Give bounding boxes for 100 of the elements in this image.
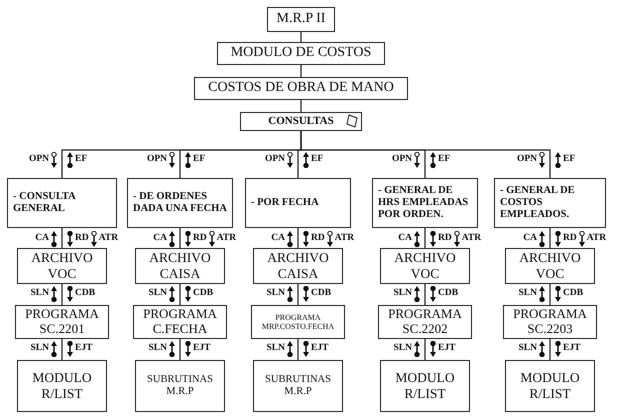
module-box (267, 7, 335, 32)
data-couple-label: EF (563, 155, 576, 165)
data-couple-label: ATR (98, 234, 118, 244)
module-box (372, 178, 478, 228)
module-box (240, 112, 362, 131)
data-couple-label: SLN (394, 344, 412, 354)
module-label: SUBRUTINAS M.R.P (146, 374, 214, 398)
connector-line (297, 339, 299, 360)
module-box (505, 360, 595, 412)
module-box (17, 360, 107, 412)
module-box (380, 248, 470, 284)
connector-line (297, 284, 299, 305)
module-label: ARCHIVO CAISA (266, 250, 330, 282)
data-couple-label: SLN (518, 289, 537, 299)
data-couple-label: CDB (75, 289, 96, 299)
module-box (253, 360, 343, 412)
module-label: - CONSULTA GENERAL (13, 190, 77, 216)
module-label: PROGRAMA SC.2201 (24, 307, 100, 337)
connector-line (549, 228, 551, 248)
data-couple-label: OPN (392, 155, 412, 165)
module-box (135, 360, 225, 412)
module-box (245, 178, 351, 228)
module-label: COSTOS DE OBRA DE MANO (208, 80, 394, 97)
module-box (15, 305, 109, 339)
data-couple-label: EJT (193, 344, 210, 354)
connector-line (424, 228, 426, 248)
connector-line (424, 339, 426, 360)
connector-line (297, 228, 299, 248)
module-box (380, 360, 470, 412)
data-couple-label: ATR (334, 234, 354, 244)
data-couple-label: EF (75, 155, 88, 165)
data-couple-label: SLN (518, 344, 537, 354)
data-couple-label: EJT (75, 344, 92, 354)
module-label: - POR FECHA (251, 196, 319, 210)
module-label: PROGRAMA MRP.COSTO.FECHA (260, 312, 336, 332)
data-couple-label: SLN (394, 289, 412, 299)
module-box (505, 248, 595, 284)
data-couple-label: CA (153, 234, 167, 244)
data-couple-label: SLN (266, 289, 285, 299)
module-label: CONSULTAS (268, 115, 334, 128)
data-couple-label: RD (311, 234, 325, 244)
module-label: MODULO R/LIST (31, 370, 93, 402)
data-couple-label: RD (563, 234, 577, 244)
connector-line (549, 339, 551, 360)
connector-line (549, 284, 551, 305)
data-couple-label: SLN (30, 344, 49, 354)
data-couple-label: CA (523, 234, 537, 244)
data-couple-label: SLN (148, 344, 167, 354)
module-label: - GENERAL DE COSTOS EMPLEADOS. (500, 184, 576, 222)
module-box (127, 178, 233, 228)
data-couple-label: EJT (311, 344, 328, 354)
module-label: PROGRAMA SC.2202 (387, 307, 463, 337)
data-couple-label: EF (438, 155, 450, 165)
module-label: SUBRUTINAS M.R.P (264, 374, 332, 398)
connector-line (300, 32, 302, 42)
module-label: MODULO DE COSTOS (230, 45, 372, 62)
module-label: MODULO R/LIST (394, 370, 456, 402)
connector-line (179, 228, 181, 248)
module-box (494, 178, 606, 228)
data-couple-label: EJT (563, 344, 580, 354)
data-couple-label: RD (75, 234, 89, 244)
data-couple-label: EF (193, 155, 206, 165)
data-couple-label: SLN (148, 289, 167, 299)
module-label: M.R.P II (276, 11, 326, 28)
connector-line (300, 131, 551, 178)
data-couple-label: EJT (438, 344, 456, 354)
module-box (251, 305, 345, 339)
connector-line (61, 339, 63, 360)
module-label: PROGRAMA C.FECHA (142, 307, 218, 337)
connector-line (424, 284, 426, 305)
data-couple-label: SLN (266, 344, 285, 354)
module-label: PROGRAMA SC.2203 (512, 307, 588, 337)
data-couple-label: CDB (563, 289, 584, 299)
module-box (503, 305, 597, 339)
module-box (7, 178, 117, 228)
data-couple-label: CDB (311, 289, 332, 299)
connector-line (179, 284, 181, 305)
connector-line (61, 228, 63, 248)
data-couple-label: OPN (516, 155, 537, 165)
data-couple-label: RD (193, 234, 207, 244)
data-couple-label: OPN (264, 155, 285, 165)
data-couple-label: SLN (30, 289, 49, 299)
data-couple-label: CA (35, 234, 49, 244)
module-box (135, 248, 225, 284)
module-box (378, 305, 472, 339)
module-box (133, 305, 227, 339)
module-label: - DE ORDENES DADA UNA FECHA (133, 190, 227, 216)
data-couple-label: CA (398, 234, 412, 244)
data-couple-label: CDB (193, 289, 214, 299)
module-label: ARCHIVO VOC (30, 250, 94, 282)
module-box (217, 42, 385, 65)
connector-line (300, 65, 302, 77)
data-couple-label: ATR (216, 234, 236, 244)
data-couple-label: OPN (28, 155, 49, 165)
data-couple-label: ATR (462, 234, 482, 244)
module-box (17, 248, 107, 284)
module-label: - GENERAL DE HRS EMPLEADAS POR ORDEN. (378, 184, 470, 222)
data-couple-label: OPN (146, 155, 167, 165)
data-couple-label: CDB (438, 289, 458, 299)
data-couple-label: CA (271, 234, 285, 244)
